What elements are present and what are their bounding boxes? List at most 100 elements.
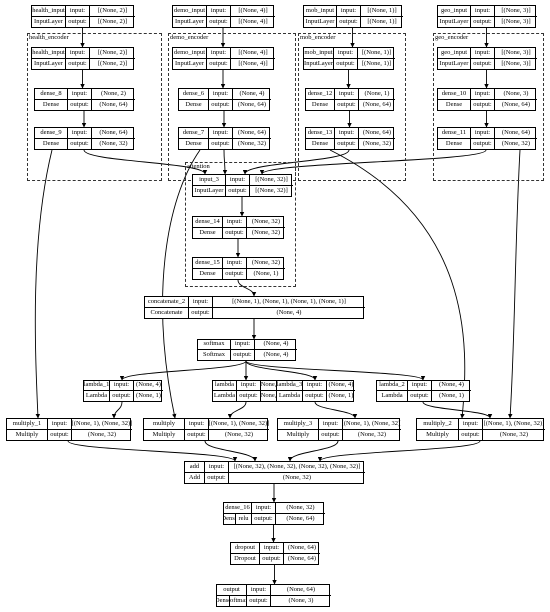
layer-name: lambda_2 [377, 381, 408, 391]
edge-dense_11-to-multiply_2 [508, 149, 521, 419]
port-label-input: input: [471, 48, 495, 59]
port-label-output: output: [252, 513, 276, 524]
layer-type: Lambda [277, 391, 303, 401]
port-label-input: input: [68, 89, 92, 100]
edge-multiply_3-to-add [287, 440, 339, 462]
port-label-output: output: [68, 99, 92, 110]
output-shape: (None, 32) [501, 139, 531, 147]
layer-name: dense_12 [306, 89, 335, 100]
layer-name: concatenate_2 [145, 297, 189, 308]
input-shape: (None, 4) [261, 381, 281, 391]
layer-type: InputLayer [438, 58, 471, 69]
port-label-output: output: [231, 350, 255, 360]
port-label-input: input: [334, 48, 358, 59]
edge-dense_9-to-input_3 [83, 149, 208, 175]
edge-softmax-to-lambda_3 [245, 360, 318, 381]
layer-name: dense_11 [438, 128, 471, 139]
activation: relu [236, 513, 252, 524]
layer-type: Lambda [377, 391, 408, 401]
layer-name: demo_input [173, 48, 207, 59]
group-geo_encoder [433, 33, 544, 181]
output-shape: (None, 64) [237, 100, 267, 108]
edge-lambda_1-to-multiply_1 [111, 401, 123, 419]
layer-name: dense_8 [35, 89, 68, 100]
port-label-output: output: [110, 391, 134, 401]
layer-name: multiply_2 [417, 419, 459, 430]
group-label: demo_encoder [170, 34, 209, 41]
layer-type: Dense [193, 268, 223, 279]
output-shape: [(None, 32)] [255, 186, 288, 194]
layer-type: Dense [35, 99, 68, 110]
port-label-output: output: [207, 16, 231, 27]
layer-name: dense_9 [35, 128, 68, 139]
port-label-output: output: [247, 595, 271, 606]
output-shape: [(None, 2)] [97, 59, 128, 67]
edge-lambda_2-to-multiply_2 [422, 401, 493, 419]
port-label-output: output: [471, 58, 495, 69]
input-shape: [(None, 1), (None, 32)] [483, 419, 545, 430]
port-label-input: input: [209, 128, 233, 139]
activation: softmax [230, 595, 247, 606]
port-label-input: input: [303, 381, 327, 391]
layer-name: add [185, 462, 205, 473]
input-shape: (None, 2) [92, 89, 135, 100]
output-shape: [(None, 3)] [501, 59, 531, 67]
output-shape: (None, 3) [288, 596, 314, 604]
layer-name: dense_14 [193, 217, 223, 228]
output-shape: [(None, 1)] [367, 17, 397, 25]
port-label-input: input: [231, 340, 255, 350]
input-shape: (None, 64) [92, 128, 135, 139]
output-shape: (None, 1) [136, 391, 161, 399]
group-health_encoder [27, 33, 162, 181]
edge-lambda_3-to-multiply_3 [314, 401, 358, 419]
output-shape: [(None, 2)] [97, 17, 128, 25]
group-label: mob_encoder [300, 34, 336, 41]
output-shape: [(None, 1)] [361, 59, 392, 67]
layer-type: Dense [193, 227, 223, 238]
layer-name: output [217, 585, 247, 596]
input-shape: (None, 64) [359, 128, 395, 139]
port-label-output: output: [66, 58, 90, 69]
layer-type: Dense [179, 138, 209, 149]
port-label-output: output: [48, 429, 72, 440]
output-shape: (None, 32) [224, 430, 254, 438]
port-label-output: output: [459, 429, 483, 440]
output-shape: (None, 32) [282, 473, 312, 481]
layer-type: Dense [217, 595, 230, 606]
input-shape: [(None, 32)] [250, 175, 293, 186]
port-label-input: input: [110, 381, 134, 391]
